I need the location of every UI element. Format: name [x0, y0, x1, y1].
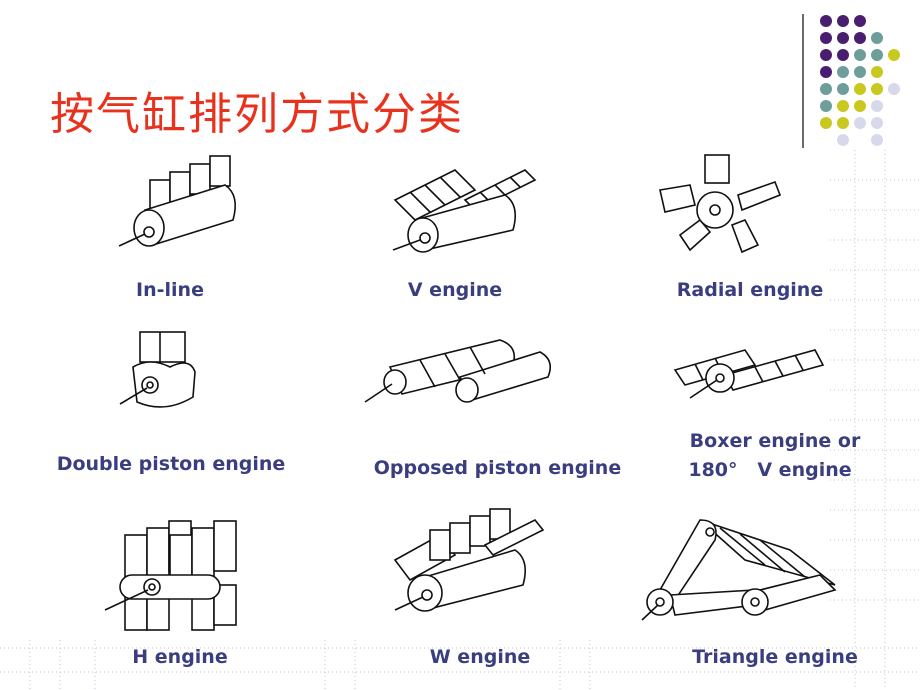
- boxer-engine-icon: [673, 349, 825, 399]
- label-w-engine: W engine: [429, 646, 531, 668]
- radial-engine-icon: [659, 154, 782, 254]
- label-boxer-engine-line2: 180° V engine: [688, 459, 852, 481]
- h-engine-icon: [104, 520, 237, 631]
- triangle-engine-icon: [641, 519, 837, 621]
- label-inline: In-line: [136, 279, 204, 301]
- dot-matrix-decoration: [820, 15, 900, 146]
- slide-title: 按气缸排列方式分类: [50, 89, 464, 140]
- label-double-piston-engine: Double piston engine: [56, 453, 286, 475]
- label-v-engine: V engine: [407, 279, 503, 301]
- inline-engine-icon: [118, 155, 236, 247]
- w-engine-icon: [393, 508, 545, 612]
- label-triangle-engine: Triangle engine: [692, 646, 858, 668]
- label-opposed-piston-engine: Opposed piston engine: [373, 457, 622, 479]
- opposed-piston-engine-icon: [364, 339, 551, 403]
- label-radial-engine: Radial engine: [676, 279, 824, 301]
- label-boxer-engine-line1: Boxer engine or: [689, 430, 861, 452]
- double-piston-engine-icon: [119, 331, 196, 408]
- divider-line: [802, 14, 804, 148]
- label-h-engine: H engine: [132, 646, 228, 668]
- v-engine-icon: [392, 169, 537, 253]
